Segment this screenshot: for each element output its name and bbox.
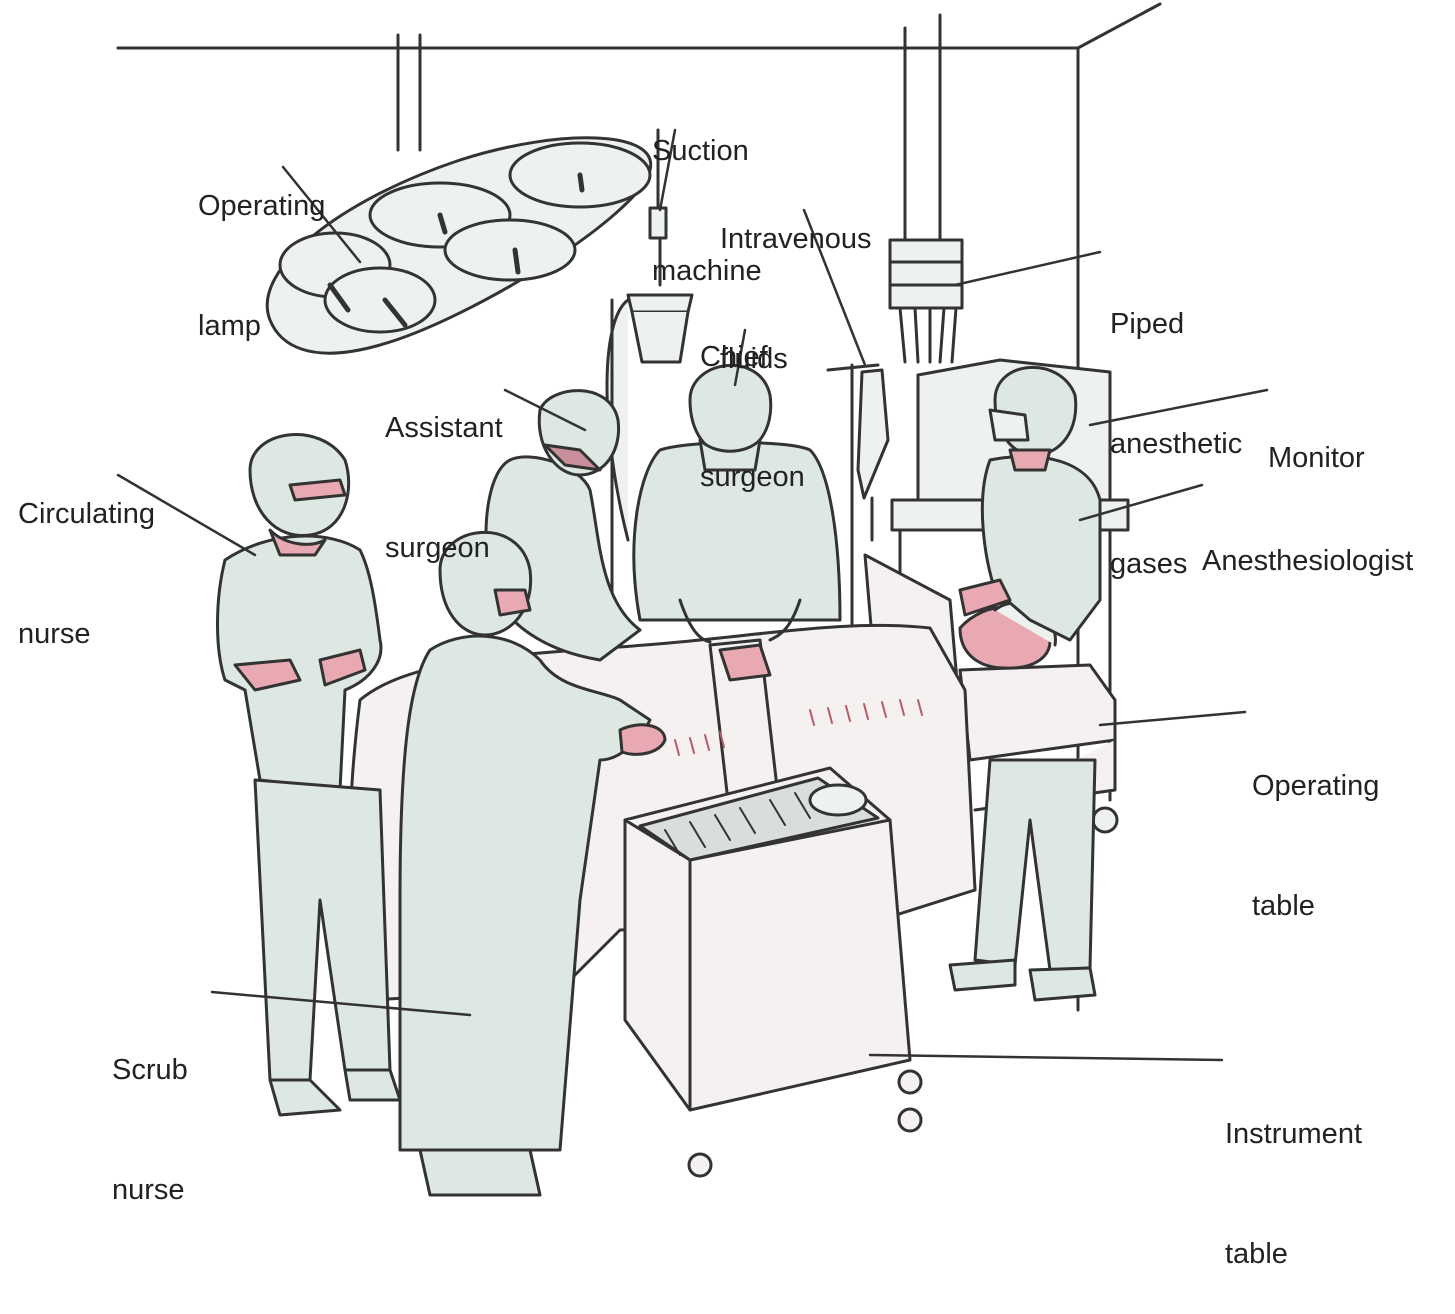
label-scrub-nurse: Scrub nurse xyxy=(112,970,188,1250)
label-text: Scrub xyxy=(112,1050,188,1090)
label-text: lamp xyxy=(198,306,325,346)
label-text: table xyxy=(1225,1234,1362,1274)
label-text: Chief xyxy=(700,337,805,377)
operating-room-diagram: Operating lamp Suction machine Intraveno… xyxy=(0,0,1455,1218)
label-text: Piped xyxy=(1110,304,1242,344)
label-operating-table: Operating table xyxy=(1252,686,1379,966)
label-operating-lamp: Operating lamp xyxy=(198,106,325,386)
label-text: Operating xyxy=(1252,766,1379,806)
label-text: table xyxy=(1252,886,1379,926)
label-instrument-table: Instrument table xyxy=(1225,1034,1362,1314)
label-text: surgeon xyxy=(385,528,503,568)
label-text: Operating xyxy=(198,186,325,226)
label-text: Anesthesiologist xyxy=(1202,541,1413,581)
label-text: Assistant xyxy=(385,408,503,448)
piped-gases-column xyxy=(890,240,962,362)
label-circulating-nurse: Circulating nurse xyxy=(18,414,155,694)
label-anesthesiologist: Anesthesiologist xyxy=(1202,461,1413,621)
label-text: Circulating xyxy=(18,494,155,534)
label-chief-surgeon: Chief surgeon xyxy=(700,257,805,537)
label-text: anesthetic xyxy=(1110,424,1242,464)
label-text: nurse xyxy=(18,614,155,654)
label-assistant-surgeon: Assistant surgeon xyxy=(385,328,503,608)
label-text: nurse xyxy=(112,1170,188,1210)
label-text: Intravenous xyxy=(720,219,872,259)
instrument-table xyxy=(625,768,921,1176)
label-text: Instrument xyxy=(1225,1114,1362,1154)
label-text: surgeon xyxy=(700,457,805,497)
